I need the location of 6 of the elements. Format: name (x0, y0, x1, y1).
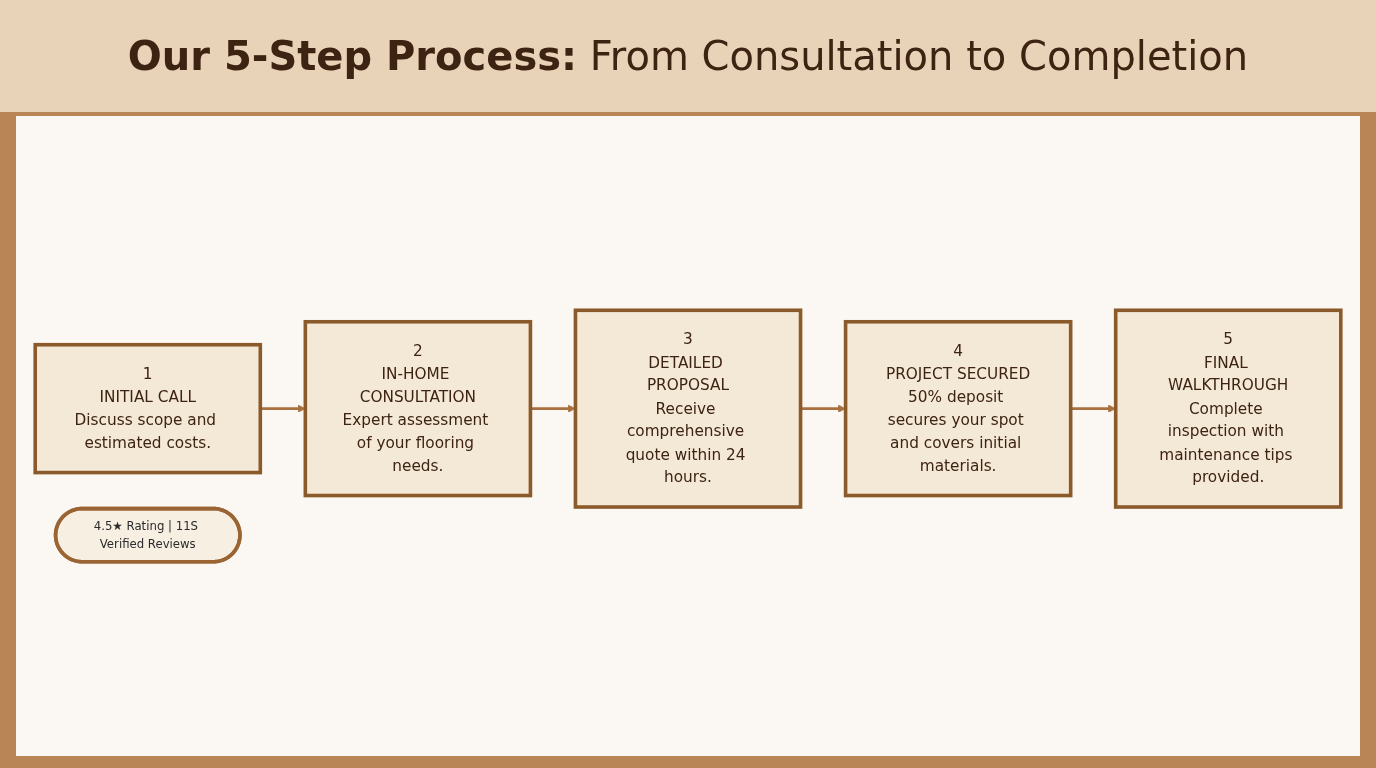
title: Our 5-Step Process: From Consultation to Completion (127, 33, 1249, 79)
node-box: 4 PROJECT SECURED 50% deposit secures your spot and covers initial materials. (843, 319, 1073, 498)
node-box: 2 IN-HOME CONSULTATION Expert assessment of your flooring needs. (303, 319, 533, 498)
node-box: 3 DETAILED PROPOSAL Receive comprehensive quote within 24 hours. (573, 308, 803, 509)
node-box: 5 FINAL WALKTHROUGH Complete inspection with maintenance tips provided. (1113, 308, 1343, 509)
node-box: 1 INITIAL CALL Discuss scope and estimated costs. (33, 342, 263, 475)
